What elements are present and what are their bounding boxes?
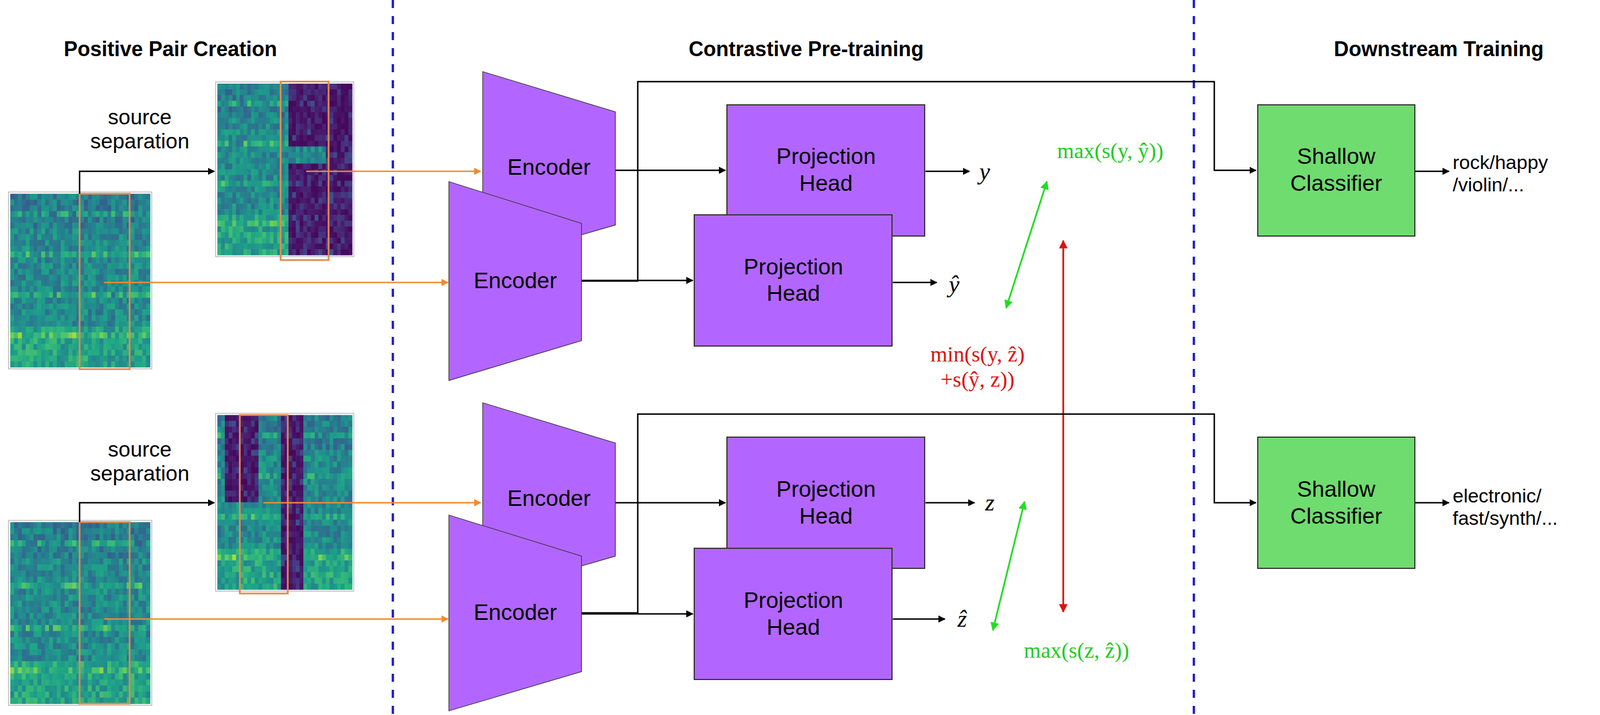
loss-term: min(s(y, ẑ) +s(ŷ, z)) [908,342,1047,393]
output-arrow [1415,170,1450,173]
crop-window [239,415,288,594]
node-label: Encoder [507,154,591,182]
crop-window [79,193,130,370]
output-arrow [1415,502,1450,504]
encoder-trapezoid: Encoder [448,515,582,712]
output-arrow [925,170,970,173]
embedding-symbol: z [983,489,996,517]
embedding-symbol: ẑ [955,605,969,633]
encoder-trapezoid: Encoder [448,181,582,381]
class-output: electronic/ fast/synth/... [1450,484,1598,530]
section-title: Downstream Training [1332,37,1546,61]
flow-arrow [615,502,726,504]
flow-arrow [581,81,1257,281]
separation-arrow [79,171,215,194]
classifier-box: Shallow Classifier [1257,436,1416,570]
flow-arrow [615,169,726,172]
projection-head-box: Projection Head [693,548,893,681]
node-label: Projection Head [763,476,890,531]
node-label: Shallow Classifier [1286,476,1387,531]
embedding-symbol: ŷ [947,270,962,299]
output-arrow [892,618,945,621]
section-title: Positive Pair Creation [61,37,279,61]
crop-window [79,522,130,704]
input-arrow [263,502,481,504]
loss-term: max(s(y, ŷ)) [1055,138,1165,164]
node-label: Shallow Classifier [1286,143,1387,198]
input-arrow [104,618,449,621]
node-label: Encoder [473,599,557,627]
node-label: Encoder [473,267,557,295]
similarity-arrow [1006,181,1047,309]
loss-term: max(s(z, ẑ)) [1022,638,1132,664]
input-arrow [104,282,449,284]
dissimilarity-arrow [1062,240,1064,613]
class-output: rock/happy /violin/... [1450,151,1598,197]
step-label: source separation [80,105,199,155]
flow-arrow [581,414,1257,614]
projection-head-box: Projection Head [693,214,893,347]
similarity-arrow [992,502,1025,631]
embedding-symbol: y [977,157,992,186]
separation-arrow [79,503,215,523]
node-label: Projection Head [763,143,890,198]
node-label: Projection Head [730,253,857,308]
node-label: Encoder [507,485,591,513]
spectrogram [8,520,152,706]
output-arrow [925,502,974,504]
step-label: source separation [80,437,199,487]
node-label: Projection Head [730,587,857,642]
spectrogram [8,192,152,370]
output-arrow [892,282,937,284]
input-arrow [306,170,481,173]
section-divider [391,0,394,715]
spectrogram [215,81,354,257]
classifier-box: Shallow Classifier [1257,104,1416,237]
section-divider [1192,0,1196,715]
section-title: Contrastive Pre-training [686,37,926,61]
